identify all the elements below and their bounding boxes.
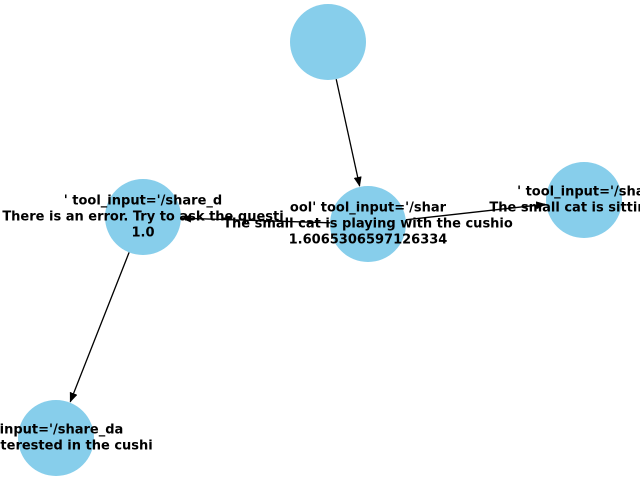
node-center-label-line-1: ool' tool_input='/shar [290, 201, 447, 216]
node-right-label-line-2: The small cat is sitting on [489, 201, 640, 216]
node-left[interactable] [105, 179, 181, 255]
node-top[interactable] [290, 4, 366, 80]
node-right[interactable] [546, 162, 622, 238]
nodes-layer [18, 4, 622, 476]
edge-center-to-left [181, 214, 331, 224]
node-center[interactable] [330, 186, 406, 262]
edge-center-to-right [405, 201, 547, 221]
node-left-label-line-3: 1.0 [131, 226, 154, 241]
node-left-label-line-1: ' tool_input='/share_d [64, 194, 222, 209]
node-left-label-line-2: There is an error. Try to ask the questi [2, 210, 283, 225]
node-right-label-line-1: ' tool_input='/shar [517, 185, 640, 200]
edges-layer [69, 78, 547, 403]
node-center-label-line-3: 1.6065306597126334 [289, 233, 448, 248]
node-center-label-line-2: The small cat is playing with the cushio [223, 217, 513, 232]
edge-left-to-bottom [69, 252, 130, 403]
edge-top-to-center [335, 78, 362, 187]
node-bottom[interactable] [18, 400, 94, 476]
node-bottom-label-line-2: t is interested in the cushi [0, 439, 153, 454]
node-bottom-label-line-1: l_input='/share_da [0, 423, 123, 438]
